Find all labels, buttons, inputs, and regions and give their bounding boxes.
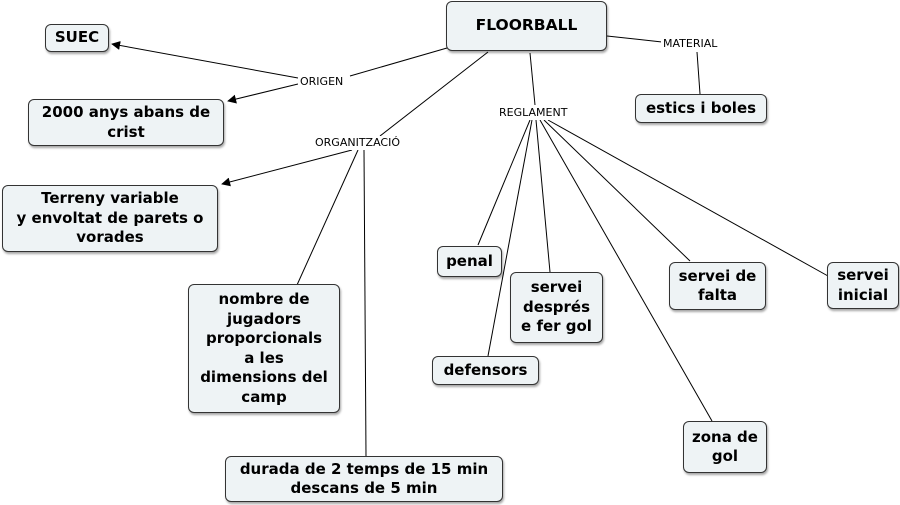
connector-material-estics	[696, 51, 701, 95]
connector-organitzacio-jugadors	[296, 149, 359, 286]
concept-suec[interactable]: SUEC	[45, 24, 109, 52]
connector-reglament-zona-gol	[539, 119, 713, 422]
connector-reglament-penal	[477, 119, 531, 246]
concept-servei-inicial[interactable]: servei inicial	[827, 262, 899, 309]
concept-floorball[interactable]: FLOORBALL	[446, 1, 607, 51]
connector-root-organitzacio	[379, 51, 489, 137]
concept-defensors[interactable]: defensors	[432, 356, 539, 385]
connector-reglament-defensors	[487, 119, 533, 357]
connector-origen-anys	[227, 83, 299, 104]
concept-durada[interactable]: durada de 2 temps de 15 min descans de 5…	[225, 456, 503, 502]
concept-2000-anys[interactable]: 2000 anys abans de crist	[28, 99, 224, 146]
link-label-organitzacio: ORGANITZACIÓ	[313, 136, 402, 150]
connector-reglament-servei-falta	[543, 119, 691, 262]
concept-estics-i-boles[interactable]: estics i boles	[635, 94, 767, 123]
link-label-material: MATERIAL	[661, 37, 720, 51]
connector-root-origen	[349, 47, 448, 77]
connector-reglament-servei-gol	[535, 119, 551, 273]
connector-origen-suec	[111, 41, 299, 79]
concept-terreny[interactable]: Terreny variable y envoltat de parets o …	[2, 185, 218, 252]
concept-jugadors[interactable]: nombre de jugadors proporcionals a les d…	[188, 284, 340, 413]
link-label-reglament: REGLAMENT	[497, 106, 570, 120]
connector-root-reglament	[529, 52, 536, 106]
connector-reglament-servei-inicial	[547, 119, 829, 277]
connector-organitzacio-terreny	[221, 149, 353, 187]
concept-servei-despres-gol[interactable]: servei després e fer gol	[510, 272, 603, 343]
concept-zona-de-gol[interactable]: zona de gol	[683, 421, 767, 473]
connector-organitzacio-durada	[363, 149, 367, 457]
connector-root-material	[606, 35, 663, 43]
concept-servei-de-falta[interactable]: servei de falta	[669, 262, 766, 310]
link-label-origen: ORIGEN	[298, 75, 346, 89]
concept-penal[interactable]: penal	[437, 246, 502, 277]
